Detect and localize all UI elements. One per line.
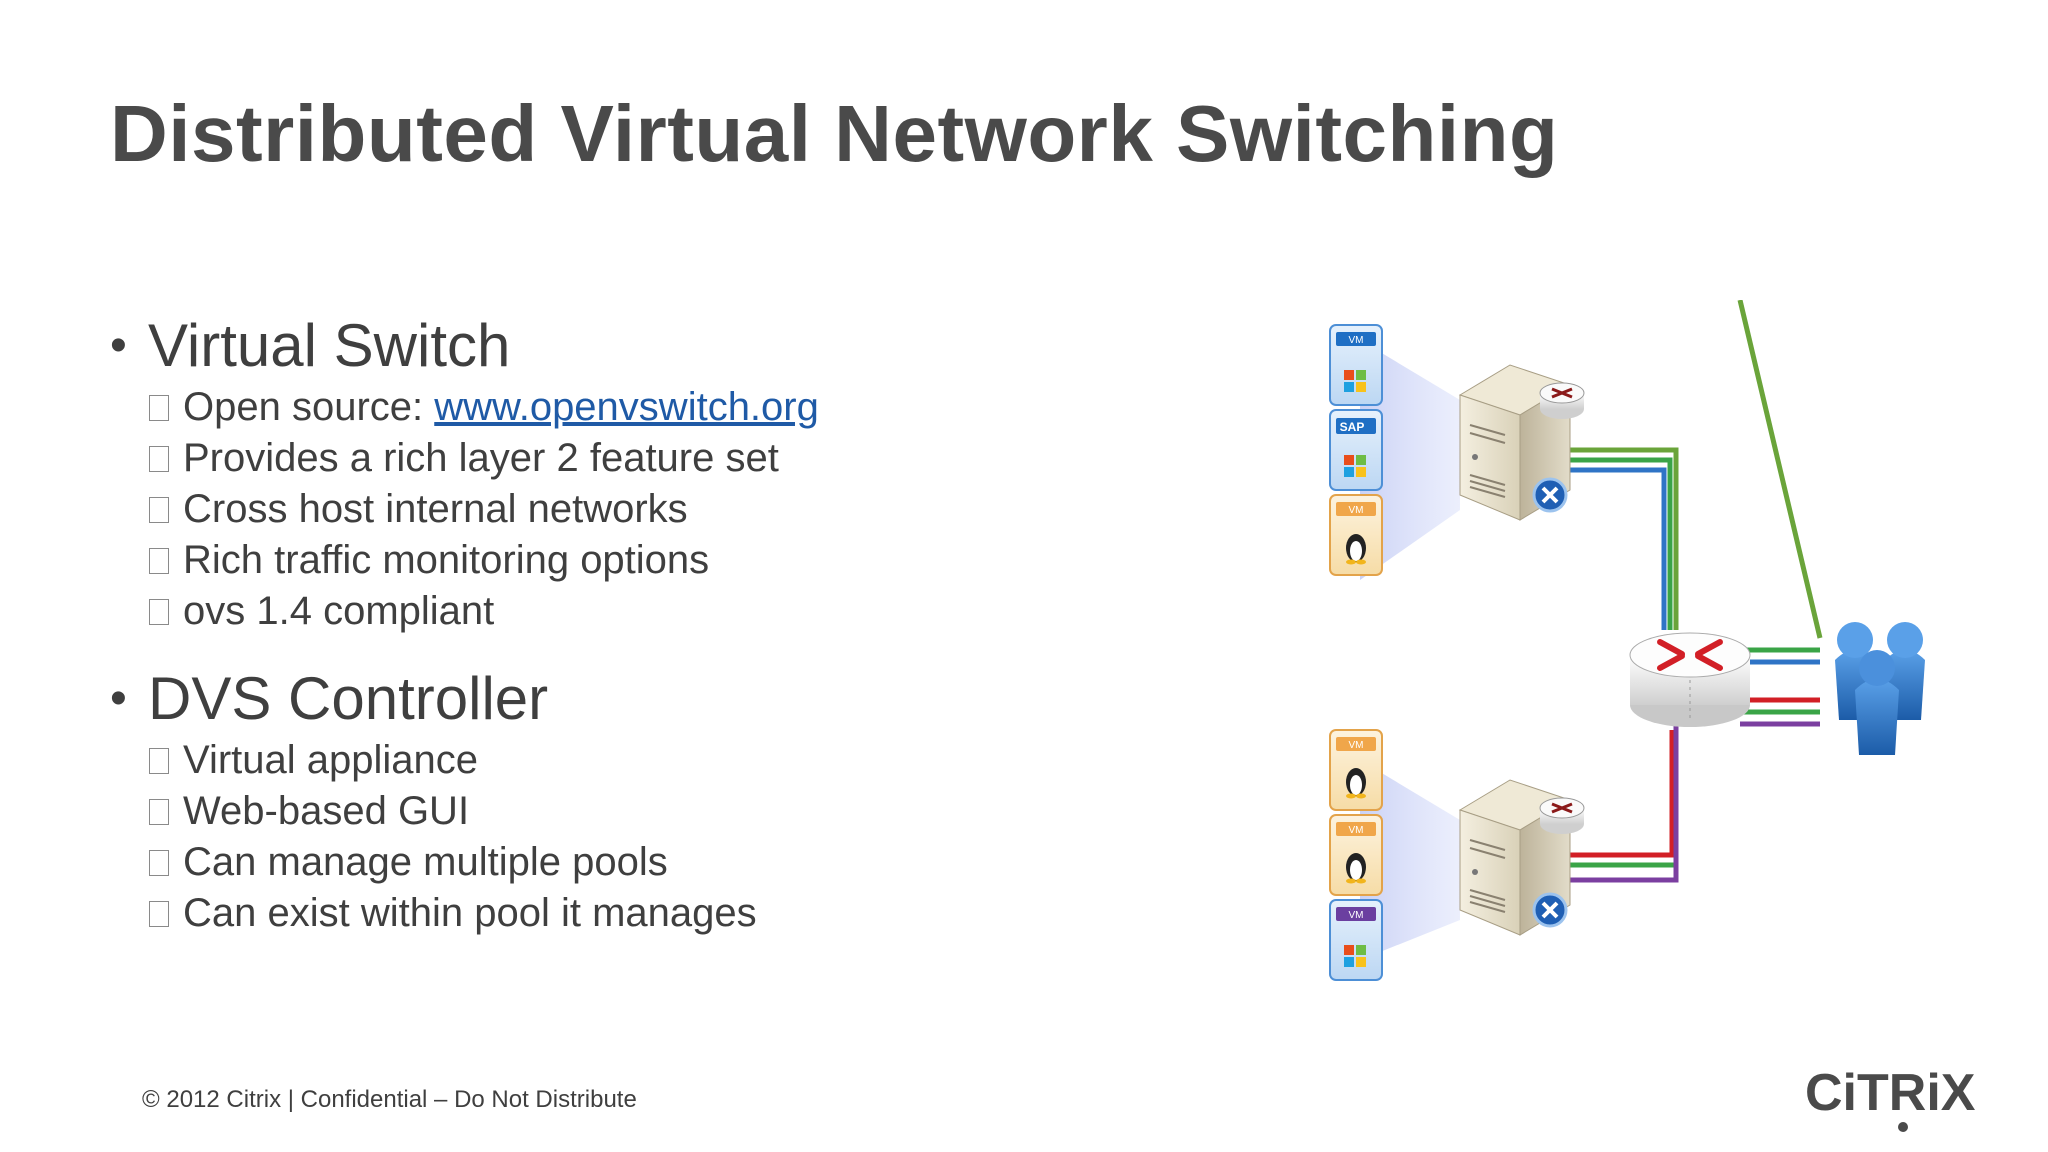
- vm-beam-bottom: [1360, 760, 1460, 960]
- footer-copyright: © 2012 Citrix | Confidential – Do Not Di…: [142, 1086, 637, 1113]
- vm-label: VM: [1349, 505, 1364, 516]
- network-diagram: VM SAP VM VM: [1329, 300, 1925, 981]
- vm-label: VM: [1349, 740, 1364, 751]
- sub-bullet-text: Virtual appliance: [183, 738, 479, 782]
- server-icon: [1458, 364, 1585, 521]
- windows-vm-icon: [1344, 370, 1366, 392]
- sub-bullet: ovs 1.4 compliant: [110, 586, 1260, 637]
- sub-bullet-text: Provides a rich layer 2 feature set: [183, 436, 779, 480]
- bullet-dot-icon: •: [110, 672, 127, 725]
- network-links-bottom: [1560, 720, 1679, 883]
- sub-bullet: Virtual appliance: [110, 735, 1260, 786]
- section-heading: Virtual Switch: [148, 312, 511, 379]
- sub-bullet-list: Virtual appliance Web-based GUI Can mana…: [110, 735, 1260, 939]
- main-bullet: • DVS Controller: [110, 663, 1260, 735]
- vm-label: VM: [1349, 335, 1364, 346]
- section-heading: DVS Controller: [148, 665, 549, 732]
- sub-bullet-text: Web-based GUI: [183, 789, 470, 833]
- sub-bullet-text: Open source:: [183, 385, 435, 429]
- checkbox-bullet-icon: [149, 849, 169, 876]
- server-icon: [1458, 779, 1585, 936]
- slide-title: Distributed Virtual Network Switching: [110, 89, 1559, 178]
- checkbox-bullet-icon: [149, 598, 169, 625]
- linux-vm-icon: [1346, 768, 1366, 799]
- linux-vm-icon: [1346, 853, 1366, 884]
- sub-bullet: Open source: www.openvswitch.org: [110, 382, 1260, 433]
- router-icon: [1539, 797, 1585, 834]
- checkbox-bullet-icon: [149, 798, 169, 825]
- sub-bullet: Can exist within pool it manages: [110, 888, 1260, 939]
- network-links-users: [1737, 300, 1823, 727]
- section-virtual-switch: • Virtual Switch Open source: www.openvs…: [110, 310, 1260, 637]
- sub-bullet: Can manage multiple pools: [110, 837, 1260, 888]
- vm-stack-bottom: VM VM VM: [1329, 729, 1383, 981]
- vm-label: VM: [1349, 825, 1364, 836]
- citrix-logo: CiTRiX: [1805, 1064, 1976, 1132]
- logo-text: CiTRiX: [1805, 1064, 1976, 1122]
- bullet-dot-icon: •: [110, 319, 127, 372]
- linux-vm-icon: [1346, 534, 1366, 565]
- checkbox-bullet-icon: [149, 445, 169, 472]
- vm-stack-top: VM SAP VM: [1329, 324, 1383, 576]
- sub-bullet: Web-based GUI: [110, 786, 1260, 837]
- sub-bullet: Rich traffic monitoring options: [110, 535, 1260, 586]
- sub-bullet-text: Rich traffic monitoring options: [183, 538, 710, 582]
- checkbox-bullet-icon: [149, 547, 169, 574]
- sub-bullet-text: Cross host internal networks: [183, 487, 688, 531]
- sub-bullet-text: ovs 1.4 compliant: [183, 589, 495, 633]
- router-icon: [1539, 382, 1585, 419]
- router-icon: [1629, 632, 1751, 727]
- checkbox-bullet-icon: [149, 496, 169, 523]
- section-dvs-controller: • DVS Controller Virtual appliance Web-b…: [110, 663, 1260, 939]
- sub-bullet-text: Can exist within pool it manages: [183, 891, 757, 935]
- xenserver-icon: [1532, 477, 1568, 513]
- network-links-top: [1560, 447, 1679, 630]
- sub-bullet-list: Open source: www.openvswitch.org Provide…: [110, 382, 1260, 637]
- sub-bullet: Cross host internal networks: [110, 484, 1260, 535]
- sub-bullet: Provides a rich layer 2 feature set: [110, 433, 1260, 484]
- checkbox-bullet-icon: [149, 394, 169, 421]
- openvswitch-link[interactable]: www.openvswitch.org: [434, 385, 819, 429]
- sap-label: SAP: [1340, 420, 1365, 434]
- sub-bullet-text: Can manage multiple pools: [183, 840, 668, 884]
- checkbox-bullet-icon: [149, 900, 169, 927]
- bullet-list: • Virtual Switch Open source: www.openvs…: [110, 310, 1260, 965]
- vm-label: VM: [1349, 910, 1364, 921]
- windows-vm-icon: [1344, 945, 1366, 967]
- sap-windows-vm-icon: [1344, 455, 1366, 477]
- checkbox-bullet-icon: [149, 747, 169, 774]
- vm-beam-top: [1360, 340, 1460, 580]
- users-icon: [1835, 622, 1925, 755]
- main-bullet: • Virtual Switch: [110, 310, 1260, 382]
- xenserver-icon: [1532, 892, 1568, 928]
